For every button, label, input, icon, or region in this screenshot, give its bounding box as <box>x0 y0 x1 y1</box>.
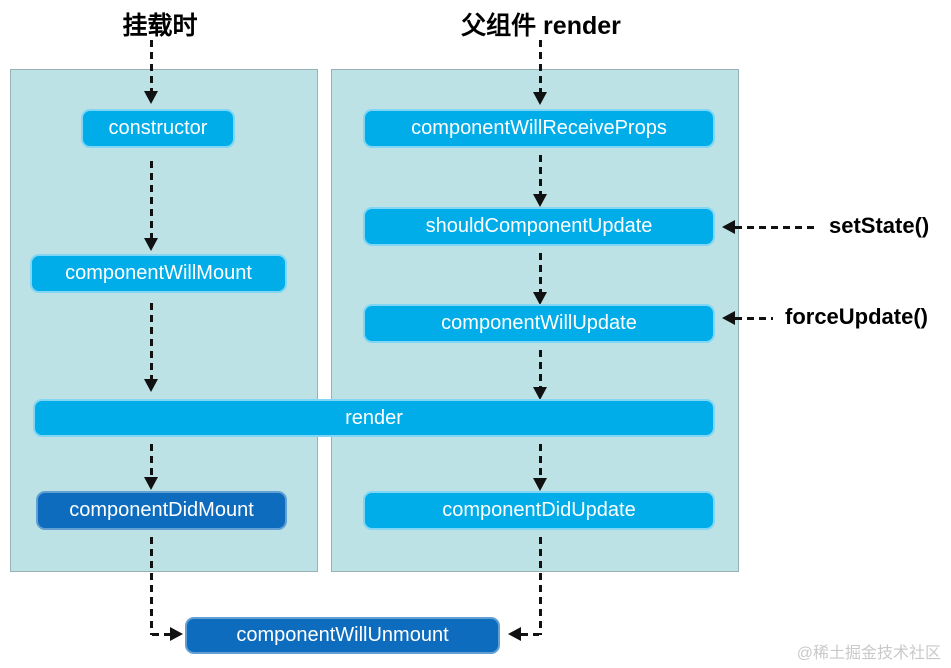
arrow-line <box>150 161 153 238</box>
arrow-line <box>539 444 542 478</box>
arrowhead-down-icon <box>533 194 547 207</box>
arrowhead-left-icon <box>508 627 521 641</box>
arrowhead-down-icon <box>533 92 547 105</box>
arrowhead-down-icon <box>144 379 158 392</box>
arrow-line <box>152 633 170 636</box>
watermark: @稀土掘金技术社区 <box>796 645 941 662</box>
arrowhead-down-icon <box>533 478 547 491</box>
arrowhead-down-icon <box>533 292 547 305</box>
arrow-line <box>539 350 542 387</box>
arrowhead-right-icon <box>170 627 183 641</box>
annotation-setstate: setState() <box>829 213 930 238</box>
arrowhead-down-icon <box>144 238 158 251</box>
node-componentwillreceiveprops: componentWillReceiveProps <box>363 109 715 148</box>
arrow-line <box>539 537 542 635</box>
arrow-line <box>150 537 153 635</box>
node-render: render <box>33 399 715 437</box>
node-componentwillunmount: componentWillUnmount <box>185 617 500 654</box>
title-mounting-phase: 挂载时 <box>122 12 198 40</box>
arrow-line <box>150 444 153 477</box>
arrowhead-down-icon <box>144 477 158 490</box>
arrow-line <box>539 40 542 92</box>
arrow-line <box>539 155 542 194</box>
node-componentdidmount: componentDidMount <box>36 491 287 530</box>
title-parent-render: 父组件 render <box>461 12 621 40</box>
arrow-line <box>521 633 539 636</box>
arrowhead-down-icon <box>533 387 547 400</box>
annotation-forceupdate: forceUpdate() <box>785 304 929 329</box>
arrowhead-down-icon <box>144 91 158 104</box>
node-componentwillupdate: componentWillUpdate <box>363 304 715 343</box>
arrow-line <box>539 253 542 292</box>
arrow-line <box>735 226 819 229</box>
arrowhead-left-icon <box>722 311 735 325</box>
mounting-panel <box>10 69 318 572</box>
arrowhead-left-icon <box>722 220 735 234</box>
arrow-line <box>735 317 773 320</box>
node-shouldcomponentupdate: shouldComponentUpdate <box>363 207 715 246</box>
node-componentdidupdate: componentDidUpdate <box>363 491 715 530</box>
node-componentwillmount: componentWillMount <box>30 254 287 293</box>
node-constructor: constructor <box>81 109 235 148</box>
arrow-line <box>150 40 153 91</box>
arrow-line <box>150 303 153 379</box>
